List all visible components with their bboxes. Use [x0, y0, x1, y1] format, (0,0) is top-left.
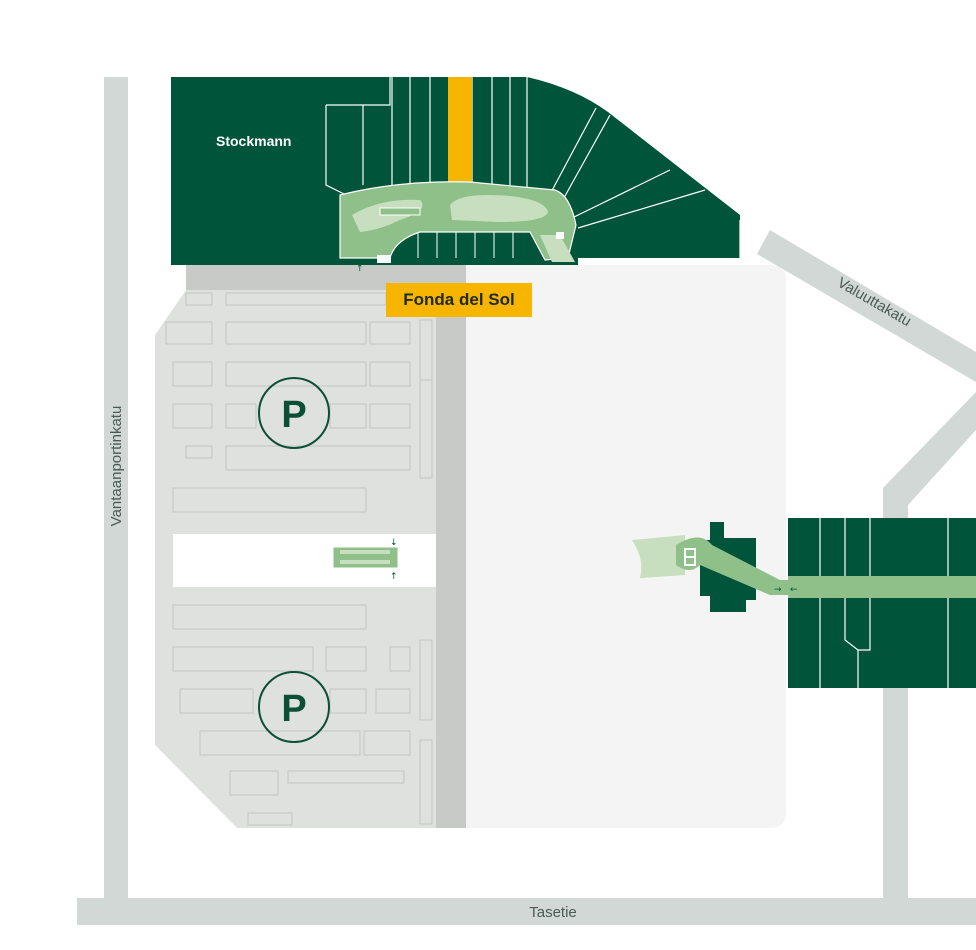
parking-driveway: [436, 265, 466, 828]
parking-stalls-north: [165, 292, 433, 513]
road-label-west: Vantaanportinkatu: [108, 406, 125, 527]
parking-icon: P: [258, 671, 330, 743]
roads: [77, 77, 976, 925]
parking-stalls-south: [172, 604, 433, 826]
parking-symbol-north: P: [281, 394, 306, 436]
road-east-vertical: [883, 688, 908, 899]
highlighted-store-label[interactable]: Fonda del Sol: [386, 283, 532, 317]
plaza: [466, 265, 786, 828]
highlighted-store-unit[interactable]: [448, 77, 472, 182]
road-east-diagonal: [883, 392, 976, 518]
anchor-store-label[interactable]: Stockmann: [216, 133, 291, 149]
skywalk: [632, 522, 788, 612]
road-label-south: Tasetie: [529, 904, 577, 921]
east-mall-building: [788, 518, 976, 688]
arrow-icon: →: [774, 585, 782, 595]
east-mall-corridor: [788, 576, 976, 598]
arrow-icon: ←: [790, 585, 798, 595]
road-south: [77, 898, 976, 925]
parking-icon: P: [258, 377, 330, 449]
road-northeast: [757, 230, 976, 382]
parking-symbol-south: P: [281, 688, 306, 730]
arrow-icon: ↑: [356, 264, 364, 274]
north-mall-building: [171, 77, 741, 265]
arrow-icon: ↓: [390, 538, 398, 548]
parking-escalator: [332, 546, 399, 569]
road-west: [104, 77, 128, 899]
arrow-icon: ↑: [390, 572, 398, 582]
